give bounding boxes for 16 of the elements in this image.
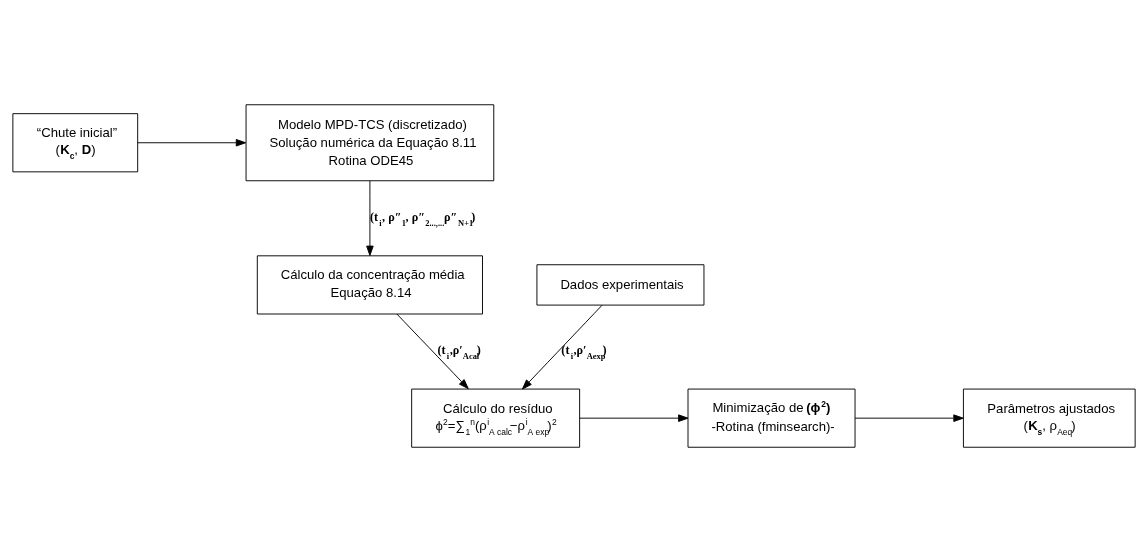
arrow [396, 313, 469, 390]
edge-label: (t$_{i}$,ρ′$_{Aexp}$) [561, 342, 607, 361]
node-box: Cálculo da concentração média Equação 8.14 [256, 255, 483, 315]
node-box: Modelo MPD-TCS (discretizado) Solução numérica da Equação 8.11 Rotina ODE45 [245, 104, 495, 182]
arrow [854, 414, 964, 422]
arrow [366, 180, 374, 256]
node-box: Cálculo do resíduo ϕ$^{2}$=∑$_{1}$$^{n}$(ρ$^{i}$$_{A calc}$−ρ$^{i}$$_{A exp}$)$^{2}$ [411, 388, 581, 448]
edge-label: (t$_{i}$, ρ″$_{1}$, ρ″$_{2...,...}$ρ″$_{N+1}$) [369, 209, 476, 228]
node-box: “Chute inicial” (K$_{c}$, D) [12, 113, 139, 173]
arrow [522, 304, 603, 390]
edge-label: (t$_{i}$,ρ′$_{Acal}$) [437, 342, 481, 361]
node-box: Minimização de (ϕ$^{2}$) -Rotina (fminsearch)- [687, 388, 856, 448]
node-box: Dados experimentais [536, 264, 705, 306]
arrow [137, 139, 247, 147]
node-box: Parâmetros ajustados (K$_{s}$, ρ$_{Aeq}$) [962, 388, 1136, 448]
arrow [579, 414, 689, 422]
